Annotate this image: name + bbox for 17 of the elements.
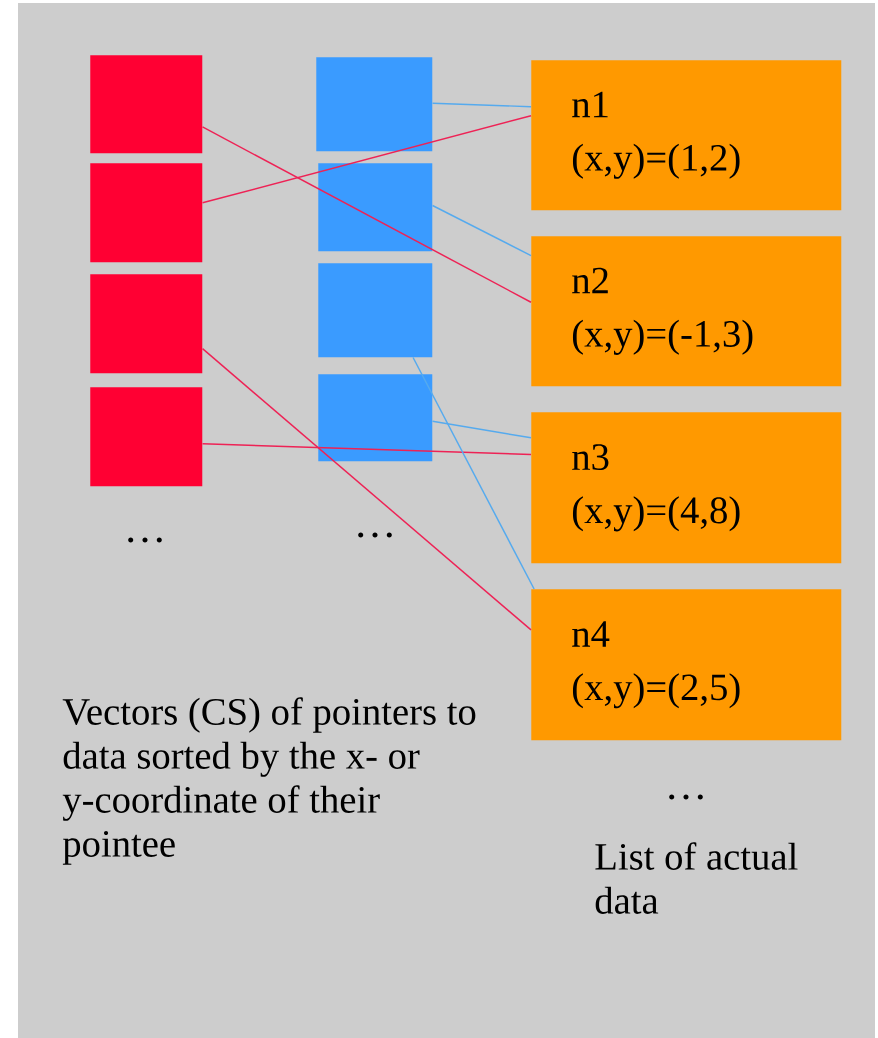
data-box: n3 (x,y)=(4,8)	[531, 412, 842, 564]
data-box: n2 (x,y)=(-1,3)	[531, 236, 842, 387]
caption-text: Vectors (CS) of pointers to data sorted by the x- or y-coordinate of their pointee	[62, 697, 476, 865]
vector-cell	[90, 387, 203, 487]
vector-cell	[90, 55, 203, 154]
ellipsis: …	[358, 532, 392, 538]
vector-cell	[316, 57, 433, 152]
data-box: n4 (x,y)=(2,5)	[531, 589, 842, 741]
ellipsis: …	[669, 794, 703, 800]
vector-cell	[318, 374, 433, 462]
vector-cell	[90, 274, 203, 374]
vector-cell	[318, 263, 433, 358]
caption-text: List of actual data	[595, 842, 798, 914]
vector-cell	[90, 163, 203, 263]
data-box: n1 (x,y)=(1,2)	[531, 60, 842, 211]
ellipsis: …	[128, 537, 162, 543]
vector-cell	[318, 163, 433, 252]
